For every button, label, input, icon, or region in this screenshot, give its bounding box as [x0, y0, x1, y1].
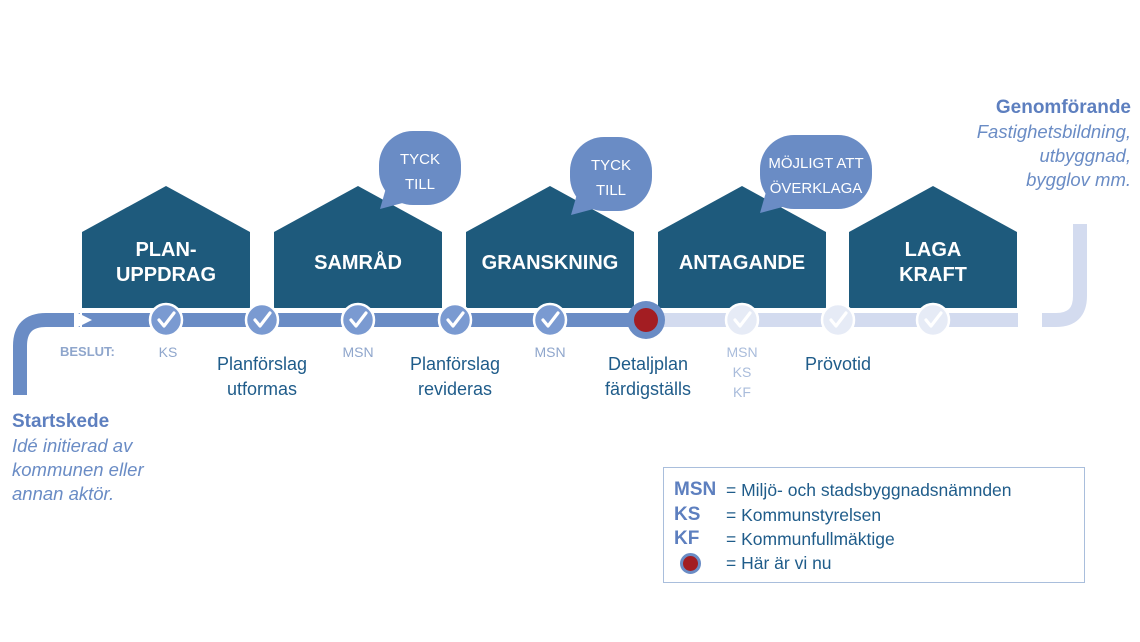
- bubble-body: [760, 135, 872, 209]
- current-position-dot-icon: [680, 552, 701, 574]
- legend-text: = Här är vi nu: [726, 552, 832, 573]
- checkpoints: [148, 302, 951, 338]
- step-label: utformas: [227, 379, 297, 399]
- legend-text: = Kommunstyrelsen: [726, 504, 882, 525]
- step-label: Prövotid: [805, 354, 871, 374]
- speech-bubble: MÖJLIGT ATT ÖVERKLAGA: [760, 135, 872, 213]
- bubble-text: TILL: [596, 182, 626, 199]
- legend-row-ks: KS = Kommunstyrelsen: [674, 503, 881, 527]
- process-stages: PLAN- UPPDRAG SAMRÅD GRANSKNING ANTAGANDE LAG…: [82, 186, 1017, 308]
- bubble-tail: [760, 185, 790, 213]
- decision-body-label: MSN: [342, 344, 373, 360]
- stage-name: PLAN-: [135, 239, 196, 261]
- legend-abbr: KF: [674, 528, 700, 549]
- bubble-tail: [380, 181, 410, 209]
- bubble-tail: [571, 187, 601, 215]
- legend-row-kf: KF = Kommunfullmäktige: [674, 527, 895, 551]
- house-shape: [82, 186, 250, 308]
- legend-abbr: KS: [674, 504, 701, 525]
- stage-name: UPPDRAG: [116, 264, 216, 286]
- speech-bubbles: TYCK TILL TYCK TILL MÖJLIGT ATT ÖVERKLAGA: [379, 131, 872, 215]
- decision-body-label: KS: [733, 364, 752, 380]
- checkpoint-check-icon: [724, 302, 760, 338]
- bubble-text: ÖVERKLAGA: [770, 179, 863, 197]
- checkpoint-check-icon: [532, 302, 568, 338]
- stage-house: PLAN- UPPDRAG: [82, 186, 250, 308]
- checkpoint-check-icon: [340, 302, 376, 338]
- startskede-line-1: Idé initierad av: [12, 435, 134, 456]
- step-label: revideras: [418, 379, 492, 399]
- genomforande-block: Genomförande Fastighetsbildning, utbyggn…: [977, 97, 1131, 190]
- stage-name: LAGA: [905, 239, 962, 261]
- speech-bubble: TYCK TILL: [570, 137, 652, 215]
- startskede-title: Startskede: [12, 411, 109, 432]
- step-label: färdigställs: [605, 379, 691, 399]
- stage-name: KRAFT: [899, 264, 967, 286]
- decision-body-label: MSN: [726, 344, 757, 360]
- genomforande-line-2: utbyggnad,: [1039, 145, 1131, 166]
- legend-abbr: MSN: [674, 479, 717, 500]
- step-labels: Planförslag utformas Planförslag revideras D…: [217, 354, 871, 399]
- house-shape: [658, 186, 826, 308]
- legend-text: = Kommunfullmäktige: [726, 528, 895, 549]
- step-label: Planförslag: [410, 354, 500, 374]
- timeline-dashes: [1020, 312, 1041, 328]
- startskede-line-2: kommunen eller: [12, 459, 144, 480]
- beslut-heading: BESLUT:: [60, 344, 115, 359]
- legend-text: = Miljö- och stadsbyggnadsnämnden: [726, 479, 1012, 500]
- bubble-text: TYCK: [400, 151, 440, 168]
- genomforande-title: Genomförande: [996, 97, 1131, 118]
- stage-house: GRANSKNING: [466, 186, 634, 308]
- bubble-text: TILL: [405, 176, 435, 193]
- bubble-body: [570, 137, 652, 211]
- stage-name: SAMRÅD: [314, 250, 402, 274]
- bubble-text: MÖJLIGT ATT: [768, 154, 863, 172]
- checkpoint-check-icon: [820, 302, 856, 338]
- current-position-marker: [627, 301, 665, 339]
- decision-body-label: KF: [733, 384, 751, 400]
- genomforande-line-3: bygglov mm.: [1026, 169, 1131, 190]
- house-shape: [849, 186, 1017, 308]
- timeline-start-arrow: [74, 311, 92, 329]
- house-shape: [274, 186, 442, 308]
- step-label: Detaljplan: [608, 354, 688, 374]
- startskede-block: Startskede Idé initierad av kommunen ell…: [12, 411, 144, 504]
- genomforande-line-1: Fastighetsbildning,: [977, 121, 1131, 142]
- checkpoint-check-icon: [915, 302, 951, 338]
- legend-box: MSN = Miljö- och stadsbyggnadsnämnden KS…: [663, 467, 1085, 583]
- stage-name: GRANSKNING: [482, 252, 619, 274]
- house-shape: [466, 186, 634, 308]
- timeline-start-curve: [13, 313, 80, 395]
- legend-row-msn: MSN = Miljö- och stadsbyggnadsnämnden: [674, 478, 1012, 502]
- startskede-line-3: annan aktör.: [12, 483, 114, 504]
- stage-house: ANTAGANDE: [658, 186, 826, 308]
- stage-house: SAMRÅD: [274, 186, 442, 308]
- checkpoint-check-icon: [437, 302, 473, 338]
- bubble-body: [379, 131, 461, 205]
- legend-row-marker: = Här är vi nu: [674, 551, 832, 575]
- bubble-text: TYCK: [591, 157, 631, 174]
- speech-bubble: TYCK TILL: [379, 131, 461, 209]
- step-label: Planförslag: [217, 354, 307, 374]
- legend-marker: [674, 552, 726, 574]
- stage-house: LAGA KRAFT: [849, 186, 1017, 308]
- decision-body-label: KS: [159, 344, 178, 360]
- checkpoint-check-icon: [148, 302, 184, 338]
- decision-labels: KS MSN MSN MSN KS KF: [159, 344, 758, 400]
- checkpoint-check-icon: [244, 302, 280, 338]
- timeline-end-curve: [1042, 224, 1087, 327]
- stage-name: ANTAGANDE: [679, 252, 805, 274]
- decision-body-label: MSN: [534, 344, 565, 360]
